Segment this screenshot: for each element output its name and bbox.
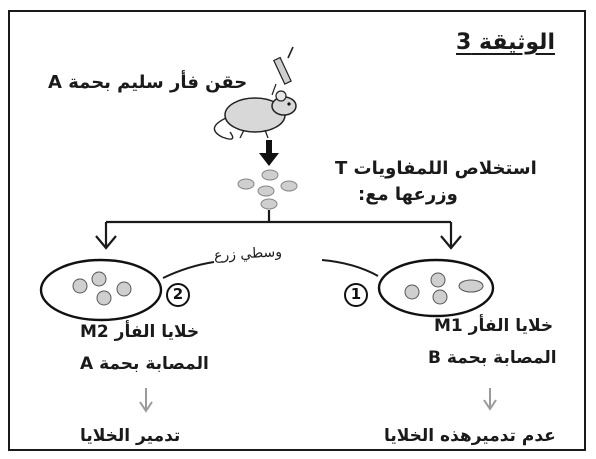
figure-title: الوثيقة 3 xyxy=(456,30,555,55)
culture-1-result: عدم تدميرهذه الخلايا xyxy=(384,426,556,446)
figure-frame xyxy=(8,10,586,451)
mouse-icon xyxy=(213,90,297,140)
syringe-icon xyxy=(271,46,294,96)
culture-dish-1 xyxy=(377,258,495,318)
injection-label: حقن فأر سليم بحمة A xyxy=(48,72,248,93)
culture-2-result: تدمير الخلايا xyxy=(80,426,181,446)
culture-1-number: 1 xyxy=(350,285,362,303)
culture-2-number: 2 xyxy=(172,285,184,303)
extraction-label-line2: وزرعها مع: xyxy=(358,184,458,205)
culture-dish-2 xyxy=(39,258,163,322)
culture-1-infection-label: المصابة بحمة B xyxy=(428,348,557,368)
down-arrow xyxy=(259,140,279,166)
culture-2-cells-label: خلايا الفأر M2 xyxy=(80,322,200,342)
culture-1-cells-label: خلايا الفأر M1 xyxy=(434,316,554,336)
result-arrows xyxy=(139,388,497,413)
number-circles xyxy=(166,283,368,307)
culture-2-infection-label: المصابة بحمة A xyxy=(80,354,209,374)
medium-connectors xyxy=(162,259,379,279)
lymphocytes-cluster xyxy=(237,169,298,210)
extraction-label-line1: استخلاص اللمفاويات T xyxy=(335,158,537,179)
branch-arrows xyxy=(95,210,462,250)
